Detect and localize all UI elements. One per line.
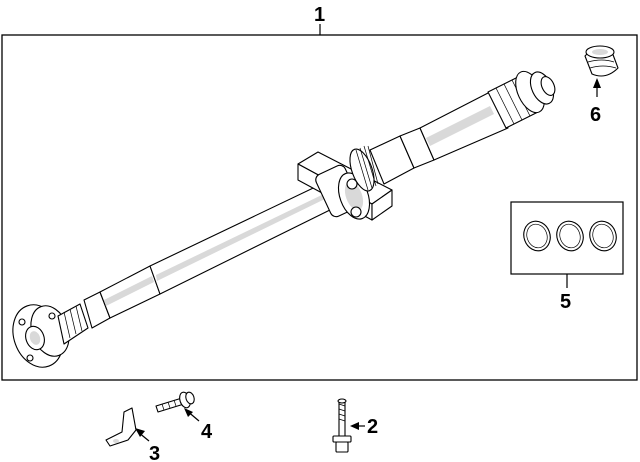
drive-shaft-assembly[interactable] xyxy=(5,67,559,374)
front-tube xyxy=(83,179,339,329)
callout-1: 1 xyxy=(314,4,325,26)
center-support-bearing xyxy=(297,145,393,221)
rear-tube xyxy=(369,91,509,185)
callout-4: 4 xyxy=(201,421,213,443)
callout-5: 5 xyxy=(560,291,571,313)
front-joint xyxy=(57,303,89,345)
callout-2: 2 xyxy=(367,416,378,438)
bracket[interactable] xyxy=(105,407,137,447)
callout-2-arrow xyxy=(350,422,359,430)
callout-4-arrow xyxy=(184,408,193,417)
center-support-bolt[interactable] xyxy=(332,398,352,453)
callout-6: 6 xyxy=(590,104,601,126)
assembly-frame xyxy=(1,34,638,381)
bolt[interactable] xyxy=(155,391,196,413)
boot[interactable] xyxy=(584,45,619,77)
rear-joint xyxy=(487,70,556,129)
callout-6-arrow xyxy=(593,78,601,88)
callout-3: 3 xyxy=(149,443,160,462)
callout-3-arrow xyxy=(135,428,145,437)
seal-rings[interactable] xyxy=(520,217,621,254)
